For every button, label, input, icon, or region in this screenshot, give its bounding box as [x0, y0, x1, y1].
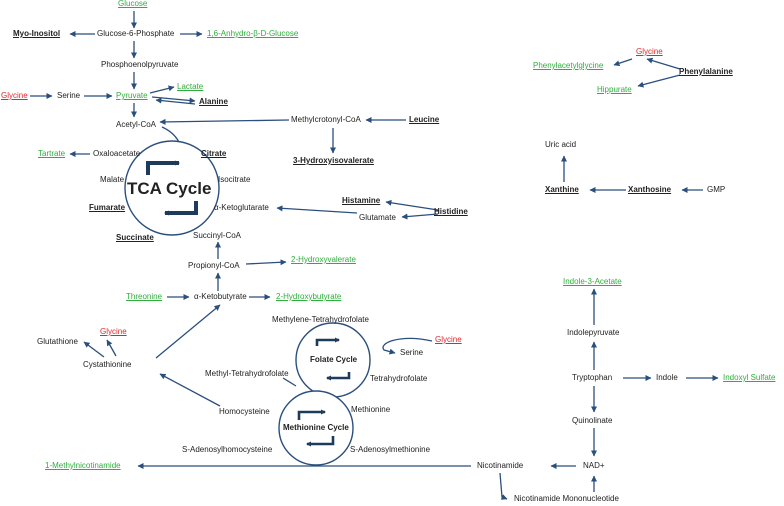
node-methylene-thf: Methylene-Tetrahydrofolate	[272, 315, 369, 324]
edge-methylthf-methionine-cycle	[282, 377, 297, 387]
node-nicotinamide: Nicotinamide	[477, 461, 524, 470]
node-methionine: Methionine	[351, 405, 391, 414]
edge-homocysteine-cystathionine	[159, 373, 221, 407]
node-glycine-phe: Glycine	[636, 47, 663, 56]
edge-histidine-histamine	[385, 199, 439, 211]
node-quinolinate: Quinolinate	[572, 416, 613, 425]
folate-cycle-icon	[315, 337, 351, 381]
edge-pyruvate-lactate	[149, 85, 175, 94]
edge-cystathionine-ketobutyrate	[155, 304, 221, 359]
edge-cystathionine-glycine	[106, 339, 117, 357]
node-oxaloacetate: Oxaloacetate	[93, 149, 141, 158]
tca-cycle-title: TCA Cycle	[127, 179, 212, 198]
node-lactate: Lactate	[177, 82, 204, 91]
methionine-cycle-circle	[278, 390, 354, 466]
node-threonine: Threonine	[126, 292, 163, 301]
node-pyruvate: Pyruvate	[116, 91, 148, 100]
edge-histidine-glutamate	[401, 213, 439, 220]
node-ketoglutarate: α-Ketoglutarate	[214, 203, 269, 212]
edge-nicotinamide-nmn	[499, 472, 508, 500]
edge-propionyl-hydroxyvalerate	[245, 259, 287, 266]
node-succinyl-coa: Succinyl-CoA	[193, 231, 242, 240]
node-serine-top: Serine	[57, 91, 81, 100]
node-hydroxyisovalerate: 3-Hydroxyisovalerate	[293, 156, 374, 165]
node-uric-acid: Uric acid	[545, 140, 577, 149]
node-xanthosine: Xanthosine	[628, 185, 672, 194]
node-phenylacetylglycine: Phenylacetylglycine	[533, 61, 604, 70]
node-indoxyl-sulfate: Indoxyl Sulfate	[723, 373, 776, 382]
edge-alanine-pyruvate	[155, 97, 196, 105]
node-glycine-cys: Glycine	[100, 327, 127, 336]
node-propionyl-coa: Propionyl-CoA	[188, 261, 240, 270]
methionine-cycle-icon	[297, 409, 335, 447]
node-alanine: Alanine	[199, 97, 228, 106]
node-tryptophan: Tryptophan	[572, 373, 613, 382]
node-cystathionine: Cystathionine	[83, 360, 132, 369]
node-glucose: Glucose	[118, 0, 148, 8]
node-phosphoenolpyruvate: Phosphoenolpyruvate	[101, 60, 179, 69]
node-hydroxyvalerate: 2-Hydroxyvalerate	[291, 255, 356, 264]
node-indole: Indole	[656, 373, 678, 382]
node-nad: NAD+	[583, 461, 605, 470]
edge-glycine-serine-folate	[382, 337, 433, 355]
node-homocysteine: Homocysteine	[219, 407, 270, 416]
node-tartrate: Tartrate	[38, 149, 66, 158]
node-anhydro-glucose: 1,6-Anhydro-β-D-Glucose	[207, 29, 299, 38]
edge-phenylalanine-glycine	[646, 57, 681, 70]
node-glycine-left: Glycine	[1, 91, 28, 100]
node-methylnicotinamide: 1-Methylnicotinamide	[45, 461, 121, 470]
node-succinate: Succinate	[116, 233, 154, 242]
folate-cycle-title: Folate Cycle	[310, 355, 358, 364]
node-serine-folate: Serine	[400, 348, 424, 357]
node-indole-3-acetate: Indole-3-Acetate	[563, 277, 622, 286]
node-ketobutyrate: α-Ketobutyrate	[194, 292, 247, 301]
node-nmn: Nicotinamide Mononucleotide	[514, 494, 619, 503]
edge-methylcrotonyl-acetylcoa	[159, 118, 290, 125]
node-histamine: Histamine	[342, 196, 381, 205]
node-glucose-6-phosphate: Glucose-6-Phosphate	[97, 29, 175, 38]
methionine-cycle-title: Methionine Cycle	[283, 423, 349, 432]
edge-cystathionine-glutathione	[83, 341, 105, 358]
node-methyl-thf: Methyl-Tetrahydrofolate	[205, 369, 289, 378]
node-malate: Malate	[100, 175, 125, 184]
node-isocitrate: Isocitrate	[218, 175, 251, 184]
node-myo-inositol: Myo-Inositol	[13, 29, 61, 38]
edge-glycine-phenylacetylglycine	[613, 58, 633, 67]
node-fumarate: Fumarate	[89, 203, 126, 212]
node-glutathione: Glutathione	[37, 337, 78, 346]
node-methylcrotonyl-coa: Methylcrotonyl-CoA	[291, 115, 361, 124]
node-sam: S-Adenosylmethionine	[350, 445, 431, 454]
node-phenylalanine: Phenylalanine	[679, 67, 733, 76]
node-citrate: Citrate	[201, 149, 227, 158]
node-hippurate: Hippurate	[597, 85, 632, 94]
tca-cycle-icon	[146, 160, 198, 216]
edge-phenylalanine-hippurate	[637, 74, 681, 88]
node-glycine-folate: Glycine	[435, 335, 462, 344]
node-gmp: GMP	[707, 185, 726, 194]
node-glutamate: Glutamate	[359, 213, 396, 222]
node-xanthine: Xanthine	[545, 185, 579, 194]
edge-glutamate-ketoglutarate	[276, 205, 358, 214]
node-thf: Tetrahydrofolate	[370, 374, 428, 383]
node-indolepyruvate: Indolepyruvate	[567, 328, 620, 337]
node-histidine: Histidine	[434, 207, 468, 216]
node-sah: S-Adenosylhomocysteine	[182, 445, 273, 454]
node-acetyl-coa: Acetyl-CoA	[116, 120, 157, 129]
node-hydroxybutyrate: 2-Hydroxybutyrate	[276, 292, 342, 301]
node-leucine: Leucine	[409, 115, 440, 124]
